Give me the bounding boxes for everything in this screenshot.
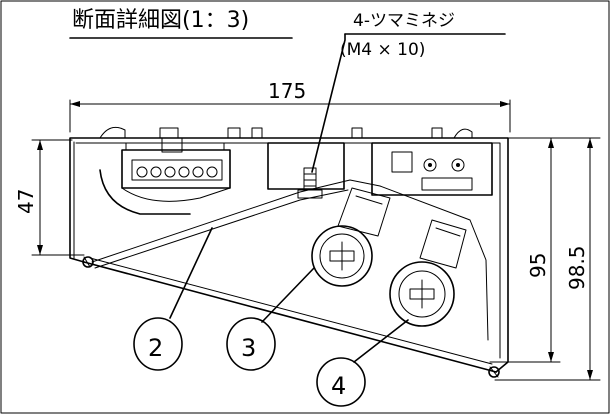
top-fittings <box>99 126 473 139</box>
dimension-height-left-label: 47 <box>14 189 38 214</box>
inner-partition <box>91 179 489 341</box>
dimension-95-label: 95 <box>526 253 550 278</box>
dimension-98-5-label: 98.5 <box>565 245 589 290</box>
dimension-width-label: 175 <box>268 79 306 103</box>
dimension-width: 175 <box>69 79 511 133</box>
drawing-title: 断面詳細図(1：3) <box>72 8 249 33</box>
callout-2: 2 <box>133 227 213 371</box>
knob-screw <box>267 142 345 199</box>
dimension-height-right: 95 98.5 <box>489 137 601 381</box>
lamp-socket-4 <box>389 219 467 327</box>
screw-leader-line <box>311 33 346 173</box>
lamp-socket-3 <box>311 187 391 287</box>
screw-spec: (M4 × 10) <box>340 40 425 60</box>
dimension-height-left: 47 <box>14 139 85 256</box>
housing <box>69 137 509 378</box>
callout-3-label: 3 <box>241 334 256 362</box>
inner-partition-lower <box>94 189 349 269</box>
terminal-block <box>99 137 231 215</box>
switch-unit <box>371 142 493 196</box>
callout-4-label: 4 <box>331 372 346 400</box>
callout-2-label: 2 <box>148 334 163 362</box>
callout-4: 4 <box>316 319 409 407</box>
screw-label: 4-ツマミネジ <box>353 11 455 31</box>
callout-3: 3 <box>226 267 315 371</box>
